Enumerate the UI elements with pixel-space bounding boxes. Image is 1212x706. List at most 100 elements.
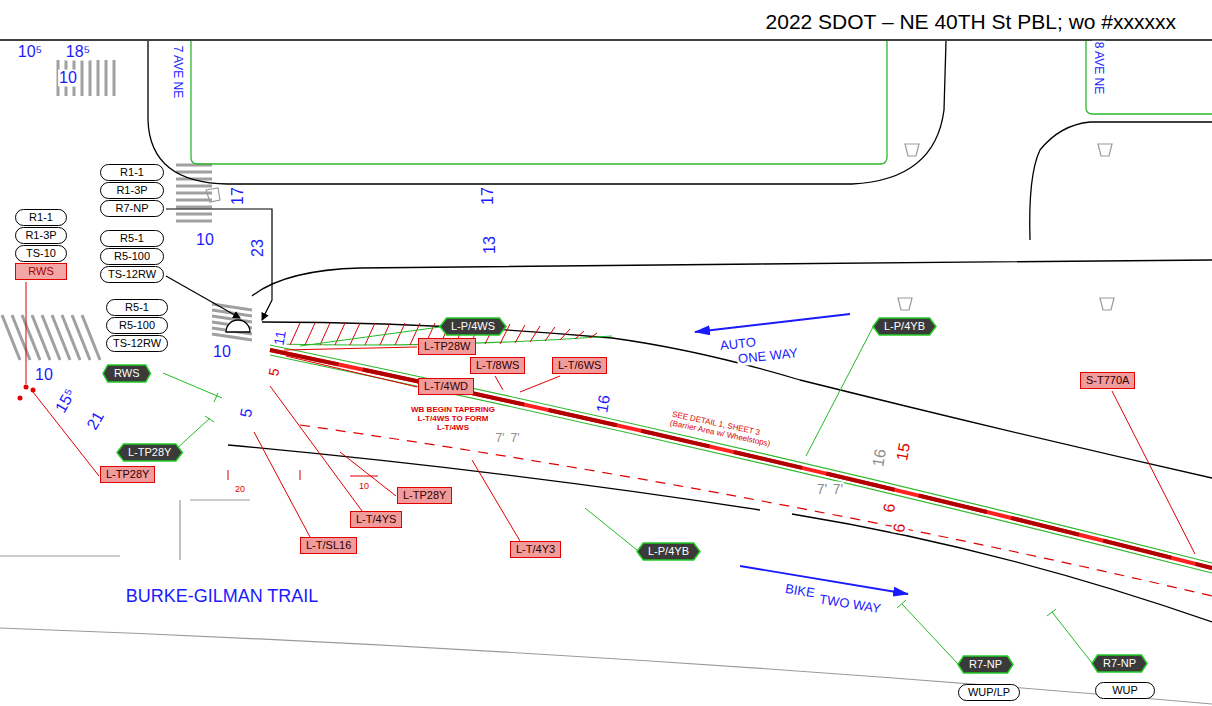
code-text: R5-1 xyxy=(120,232,144,244)
code-text: L-T/8WS xyxy=(476,359,519,371)
code-text: L-T/4WD xyxy=(424,380,468,392)
dimension-number: 23 xyxy=(250,238,267,258)
code-text: L-P/4YB xyxy=(884,320,925,332)
curb-line xyxy=(252,260,1212,296)
crosswalk xyxy=(212,304,252,340)
leader-line xyxy=(1112,391,1195,554)
marker-dot xyxy=(31,388,36,393)
tag-outline xyxy=(637,543,700,560)
curb-line xyxy=(148,41,946,184)
direction-arrow xyxy=(740,566,908,594)
dimension-number: 7' xyxy=(832,482,844,497)
marking-code-tag: L-T/4Y3 xyxy=(510,541,561,558)
note-text: L-T/4WS xyxy=(436,424,470,432)
leader-line xyxy=(897,600,958,664)
leader-line xyxy=(520,376,560,392)
dimension-number: 7' xyxy=(510,432,521,445)
code-text: R1-1 xyxy=(29,211,53,223)
sign-code-tag: WUP/LP xyxy=(958,684,1020,701)
green-code-tag: L-P/4YB xyxy=(637,543,700,560)
code-text: L-TP28Y xyxy=(128,446,171,458)
tag-outline xyxy=(117,444,182,461)
trail-name: BURKE-GILMAN TRAIL xyxy=(125,587,320,606)
code-text: L-TP28Y xyxy=(403,489,446,501)
code-text: R5-1 xyxy=(125,301,149,313)
code-text: RWS xyxy=(114,367,139,379)
property-line xyxy=(1086,41,1212,114)
barrier-line xyxy=(300,425,1212,596)
direction-arrow xyxy=(695,314,850,332)
trail-edge xyxy=(0,500,250,560)
dimension-number: 17 xyxy=(480,186,497,206)
code-text: TS-10 xyxy=(26,247,56,259)
leader-line xyxy=(166,209,272,320)
green-code-tag: RWS xyxy=(103,365,150,382)
leader-line xyxy=(270,386,362,511)
sign-code-tag: R1-3P xyxy=(100,182,164,199)
marking-code-tag: RWS xyxy=(15,263,67,280)
code-text: L-TP28Y xyxy=(106,468,149,480)
marking-code-tag: L-T/6WS xyxy=(552,357,607,374)
code-text: TS-12RW xyxy=(113,337,161,349)
barrier-line xyxy=(270,355,1212,573)
code-text: L-P/4WS xyxy=(451,320,495,332)
dimension-number: 16 xyxy=(594,393,614,415)
signal-symbol xyxy=(226,320,250,332)
leader-line xyxy=(284,347,417,350)
green-code-tag: L-TP28Y xyxy=(117,444,182,461)
tag-outline xyxy=(958,656,1013,673)
direction-label: BIKE xyxy=(783,582,816,600)
code-text: TS-12RW xyxy=(108,268,156,280)
code-text: R5-100 xyxy=(114,250,150,262)
code-text: L-T/4Y3 xyxy=(516,543,555,555)
code-text: WUP/LP xyxy=(968,686,1010,698)
dimension-number: 15 xyxy=(894,441,914,463)
sign-code-tag: TS-10 xyxy=(15,245,67,262)
marking-code-tag: L-TP28Y xyxy=(100,466,155,483)
note-text: L-T/4WS TO FORM xyxy=(417,415,490,423)
sign-code-tag: R7-NP xyxy=(100,200,164,217)
leader-line xyxy=(166,276,240,318)
tag-outline xyxy=(1092,655,1147,672)
property-line xyxy=(191,41,887,164)
tag-outline xyxy=(103,365,150,382)
leader-line xyxy=(472,460,520,541)
leader-line xyxy=(254,432,310,537)
leader-line xyxy=(26,282,1195,554)
leader-line xyxy=(286,356,417,387)
dimension-number: 15⁵ xyxy=(52,385,80,416)
dimension-number: 10 xyxy=(34,367,54,384)
green-code-tag: R7-NP xyxy=(1092,655,1147,672)
green-code-tag: L-P/4WS xyxy=(440,318,506,335)
sign-code-tag: R5-100 xyxy=(106,317,168,334)
signal-symbol xyxy=(226,320,250,332)
dimension-number: 10 xyxy=(58,70,78,87)
dimension-number: 5 xyxy=(238,406,256,420)
leader-line xyxy=(1047,609,1092,663)
leader-line xyxy=(340,452,396,496)
trail-edge xyxy=(0,628,1212,704)
tag-outline xyxy=(873,318,936,335)
code-text: S-T770A xyxy=(1086,374,1129,386)
code-text: R1-3P xyxy=(25,229,56,241)
dimension-number: 17 xyxy=(230,186,247,206)
code-text: L-T/4YS xyxy=(356,513,396,525)
code-text: L-T/SL16 xyxy=(306,539,351,551)
green-code-tag: L-P/4YB xyxy=(873,318,936,335)
leader-line xyxy=(26,282,27,384)
crosswalk xyxy=(2,60,252,360)
code-text: R7-NP xyxy=(115,202,148,214)
title-rule xyxy=(0,39,1212,41)
sign-code-tag: R5-1 xyxy=(106,299,168,316)
trail-edge xyxy=(0,144,1212,704)
marker-dot xyxy=(24,385,29,390)
crosswalk xyxy=(2,315,100,360)
sign-code-tag: R5-100 xyxy=(100,248,164,265)
code-text: WUP xyxy=(1112,684,1138,696)
marking-code-tag: L-T/8WS xyxy=(470,357,525,374)
dimension-number: 10⁵ xyxy=(17,44,43,61)
leader-line xyxy=(173,416,214,452)
leader-line xyxy=(228,470,378,480)
curb-line xyxy=(228,445,760,510)
code-text: RWS xyxy=(28,265,53,277)
